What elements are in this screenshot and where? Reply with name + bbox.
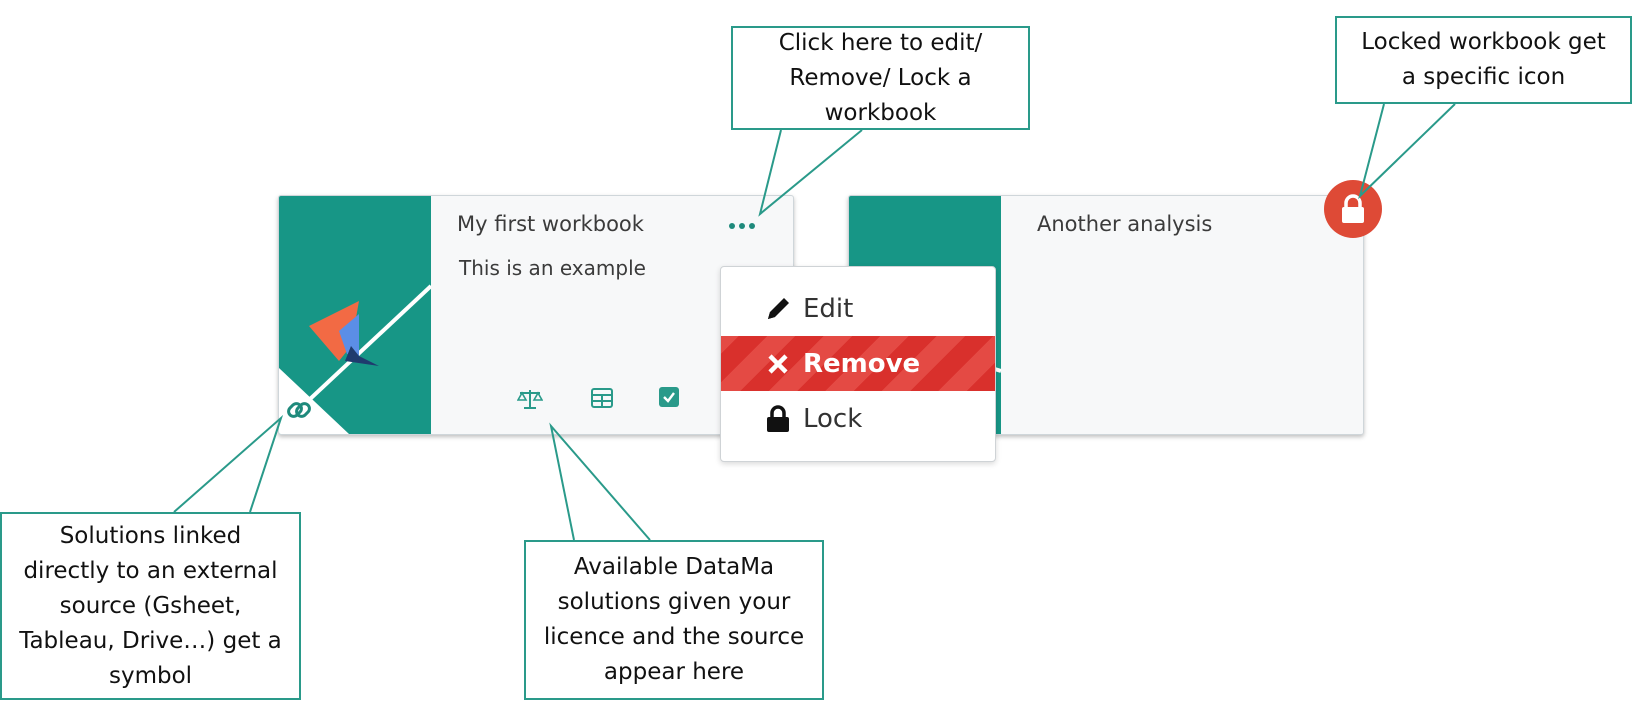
callout-link-hint: Solutions linked directly to an external… (0, 512, 301, 700)
balance-scale-icon[interactable] (516, 388, 544, 415)
checkbox-icon[interactable] (659, 387, 679, 412)
callout-menu-hint: Click here to edit/ Remove/ Lock a workb… (731, 26, 1030, 130)
menu-item-label: Lock (803, 403, 863, 434)
thumbnail-graphic (279, 284, 433, 434)
menu-item-label: Remove (803, 348, 921, 379)
workbook-card-1[interactable]: My first workbook This is an example (278, 195, 794, 435)
workbook-title[interactable]: My first workbook (457, 212, 644, 236)
menu-item-remove[interactable]: Remove (721, 336, 995, 391)
menu-item-label: Edit (803, 293, 854, 324)
pencil-icon (763, 295, 793, 323)
more-dots-icon[interactable] (729, 223, 755, 229)
menu-item-edit[interactable]: Edit (721, 281, 995, 336)
lock-badge-icon (1324, 180, 1382, 238)
workbook-thumbnail (279, 196, 433, 434)
lock-icon (763, 404, 793, 433)
callout-lock-hint: Locked workbook get a specific icon (1335, 16, 1632, 104)
callout-solutions-hint: Available DataMa solutions given your li… (524, 540, 824, 700)
times-icon (763, 353, 793, 375)
table-icon[interactable] (591, 388, 613, 413)
workbook-context-menu: Edit Remove Lock (720, 266, 996, 462)
workbook-description: This is an example (459, 256, 646, 280)
workbook-title[interactable]: Another analysis (1037, 212, 1213, 236)
link-icon (285, 396, 313, 429)
menu-item-lock[interactable]: Lock (721, 391, 995, 446)
